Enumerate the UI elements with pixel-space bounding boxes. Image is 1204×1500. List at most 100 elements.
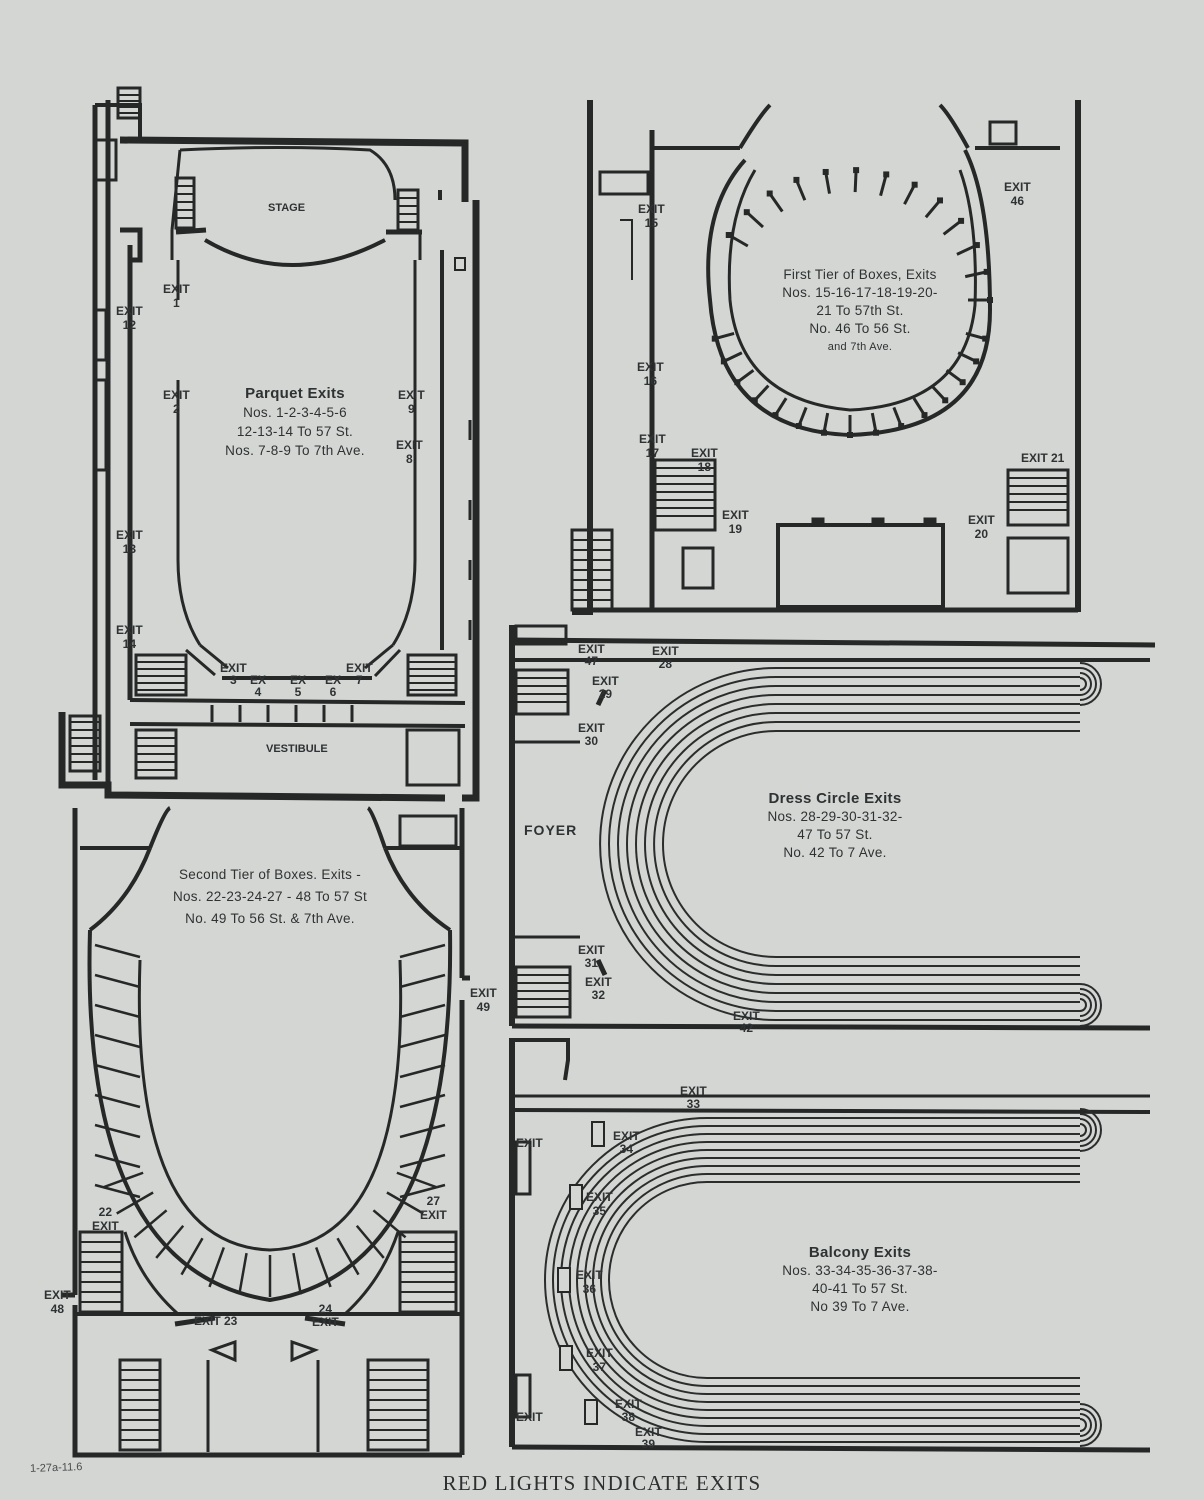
dress-circle-plan: [509, 624, 1156, 1031]
dress-circle-row-end: [1079, 677, 1087, 691]
balcony-exits-line: 40-41 To 57 St.: [812, 1281, 908, 1296]
second-tier-box-divider: [208, 1247, 226, 1288]
second-tier-box-divider: [372, 1209, 407, 1239]
second-tier-exits-line: Nos. 22-23-24-27 - 48 To 57 St: [172, 889, 368, 904]
dress-circle-exits-legend: Dress Circle Exits Nos. 28-29-30-31-32- …: [735, 790, 935, 862]
exit-13-label: EXIT 13: [116, 528, 143, 556]
exit-24-label: 24 EXIT: [312, 1302, 339, 1329]
parquet-exits-title: Parquet Exits: [245, 385, 345, 402]
exit-41-label: EXIT: [516, 1136, 543, 1150]
first-tier-box-divider-seat: [911, 181, 918, 188]
first-tier-box-divider-seat: [853, 167, 860, 174]
exit-5-label: EX 5: [290, 673, 307, 699]
second-tier-box-divider: [399, 1153, 446, 1169]
first-tier-box-divider: [723, 351, 743, 363]
first-tier-box-divider-seat: [795, 423, 802, 430]
second-tier-box-divider: [399, 1063, 446, 1079]
first-tier-box-divider-seat: [983, 268, 990, 275]
foyer-label: FOYER: [524, 822, 578, 838]
second-tier-box-divider: [399, 943, 446, 959]
first-tier-box-divider: [870, 412, 878, 434]
first-tier-box-divider-seat: [942, 397, 949, 404]
second-tier-box-divider: [133, 1209, 168, 1239]
exit-49-label: EXIT 49: [470, 986, 497, 1014]
first-tier-box-divider-seat: [734, 379, 741, 386]
first-tier-box-divider-seat: [958, 217, 965, 224]
balcony-plan: [509, 1038, 1151, 1453]
first-tier-box-divider-seat: [883, 171, 890, 178]
second-tier-box-divider: [399, 1003, 446, 1019]
second-tier-box-divider: [399, 1183, 446, 1199]
stage-label: STAGE: [268, 202, 306, 214]
first-tier-box-divider: [956, 243, 978, 256]
second-tier-box-divider: [399, 1123, 446, 1139]
dress-circle-row-end: [1079, 983, 1102, 1027]
second-tier-box-divider: [103, 1171, 144, 1189]
balcony-aisle-box: [584, 1399, 598, 1425]
second-tier-exits-legend: Second Tier of Boxes. Exits - Nos. 22-23…: [120, 864, 420, 930]
first-tier-box-divider-seat: [725, 232, 732, 238]
balcony-aisle-box: [557, 1267, 571, 1293]
first-tier-exits-line: No. 46 To 56 St.: [809, 321, 911, 336]
parquet-exits-line: Nos. 1-2-3-4-5-6: [243, 405, 347, 420]
exit-46-label: EXIT 46: [1004, 180, 1031, 208]
exit-22-label: 22 EXIT: [92, 1205, 119, 1233]
balcony-exits-legend: Balcony Exits Nos. 33-34-35-36-37-38- 40…: [750, 1244, 970, 1316]
dress-circle-exits-line: No. 42 To 7 Ave.: [783, 845, 887, 860]
balcony-row-end: [1079, 1108, 1102, 1152]
exit-20-label: EXIT 20: [968, 513, 995, 541]
balcony-row-end: [1079, 1408, 1097, 1442]
vestibule-label: VESTIBULE: [266, 743, 328, 755]
exit-9-label: EXIT 9: [398, 388, 425, 416]
dress-circle-row: [662, 730, 1080, 958]
balcony-row: [592, 1165, 1080, 1395]
exit-1-label: EXIT 1: [163, 282, 190, 310]
first-tier-exits-line: and 7th Ave.: [827, 341, 893, 353]
second-tier-box-divider: [399, 973, 446, 989]
exit-3-label: EXIT 3: [220, 661, 247, 687]
second-tier-box-divider: [94, 1003, 141, 1019]
balcony-row: [600, 1173, 1080, 1387]
exit-17-label: EXIT 17: [639, 432, 666, 460]
balcony-aisle-box: [569, 1184, 583, 1210]
second-tier-box-divider: [396, 1171, 437, 1189]
exit-37-label: EXIT 37: [586, 1346, 613, 1374]
balcony-row-end: [1079, 1413, 1092, 1437]
dress-circle-exits-line: 47 To 57 St.: [797, 827, 873, 842]
parquet-exits-line: 12-13-14 To 57 St.: [236, 424, 354, 439]
dress-circle-exits-title: Dress Circle Exits: [768, 790, 902, 807]
exit-36-label: EXIT 36: [576, 1268, 603, 1296]
first-tier-box-divider-seat: [973, 242, 980, 249]
second-tier-box-divider: [94, 1123, 141, 1139]
first-tier-box-divider: [824, 171, 831, 194]
dress-circle-row: [635, 703, 1080, 985]
balcony-exits-title: Balcony Exits: [808, 1244, 912, 1261]
dress-circle-row: [653, 721, 1080, 967]
exit-8-label: EXIT 8: [396, 438, 423, 466]
exit-29-label: EXIT 29: [592, 674, 619, 701]
balcony-row: [576, 1149, 1080, 1411]
dress-circle-exits-line: Nos. 28-29-30-31-32-: [767, 809, 903, 824]
balcony-row-end: [1079, 1113, 1097, 1147]
dress-circle-row-end: [1079, 993, 1092, 1017]
second-tier-box-divider: [94, 1153, 141, 1169]
balcony-row: [544, 1117, 1080, 1443]
second-tier-box-divider: [292, 1252, 302, 1295]
first-tier-exits-line: Nos. 15-16-17-18-19-20-: [782, 285, 938, 300]
second-tier-box-divider: [94, 943, 141, 959]
first-tier-box-divider: [965, 332, 986, 341]
first-tier-box-divider: [714, 332, 735, 341]
exit-6-label: EX 6: [325, 673, 342, 699]
second-tier-box-divider: [238, 1252, 248, 1295]
exit-40-label: EXIT: [516, 1410, 543, 1424]
second-tier-box-divider: [399, 1033, 446, 1049]
second-tier-box-divider: [94, 1093, 141, 1109]
first-tier-box-divider: [797, 406, 808, 427]
first-tier-box-divider-seat: [898, 423, 905, 430]
dress-circle-row: [644, 712, 1080, 976]
second-tier-box-divider: [180, 1237, 204, 1276]
second-tier-exits-line: No. 49 To 56 St. & 7th Ave.: [185, 911, 355, 926]
